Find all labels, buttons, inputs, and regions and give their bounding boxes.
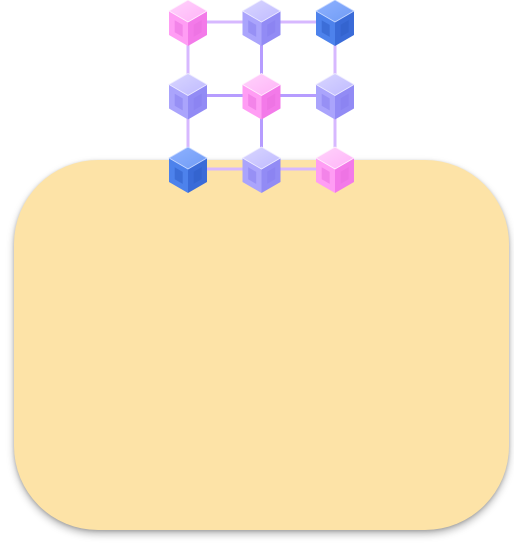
network-node-blue-cube <box>315 0 355 46</box>
network-node-lavender-cube <box>315 73 355 120</box>
network-nodes <box>168 0 355 193</box>
content-card <box>14 160 509 530</box>
network-node-lavender-cube <box>241 0 282 46</box>
network-node-lavender-cube <box>241 146 282 193</box>
network-node-pink-cube <box>241 73 282 120</box>
blockchain-network-icon <box>168 0 355 193</box>
network-node-pink-cube <box>168 0 208 46</box>
network-node-blue-cube <box>168 146 208 193</box>
network-node-lavender-cube <box>168 73 208 120</box>
network-node-pink-cube <box>315 146 355 193</box>
